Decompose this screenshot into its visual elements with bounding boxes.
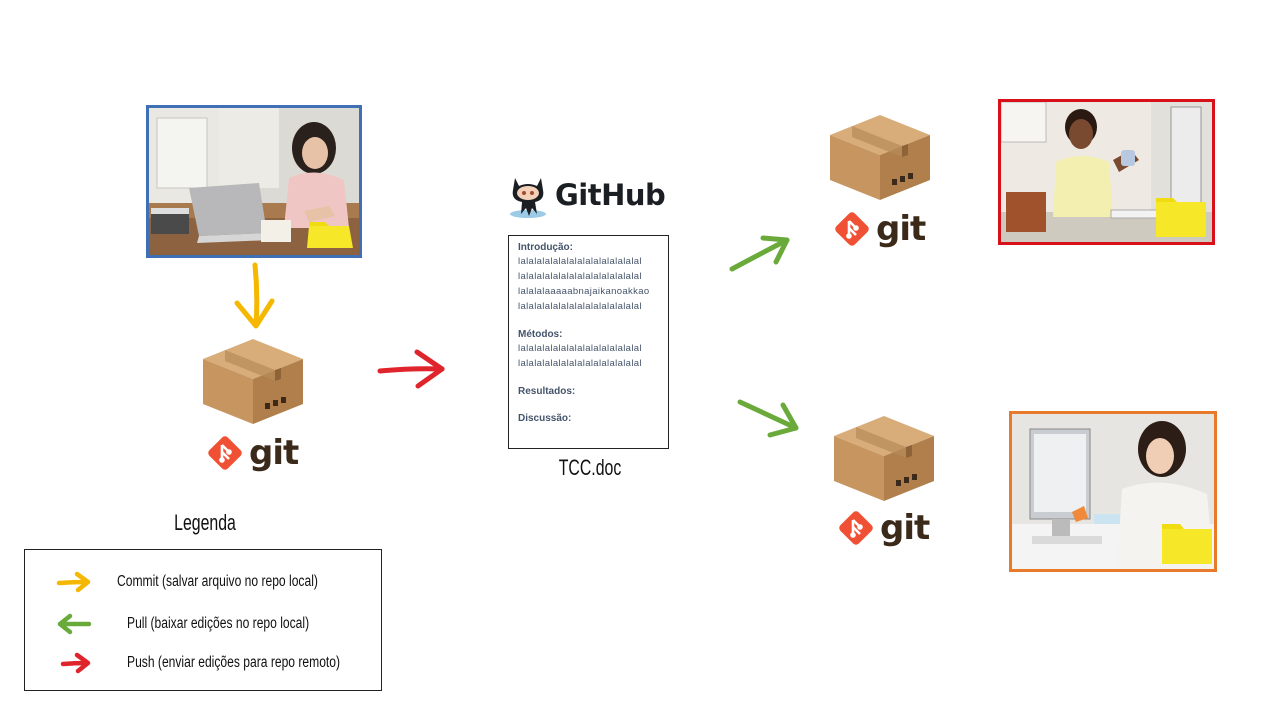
doc-heading-resultados: Resultados: <box>518 386 576 397</box>
git-diamond-icon <box>208 436 242 470</box>
git-logo-left: git <box>207 433 299 473</box>
git-wordmark: git <box>249 433 299 473</box>
legend-label: Push (enviar edições para repo remoto) <box>127 654 341 671</box>
document-filename: TCC.doc <box>558 455 622 480</box>
arrow-right-icon <box>56 571 91 593</box>
doc-line: lalalalalalalalalalalalalalalal <box>518 358 642 369</box>
photo-user-top-right <box>998 99 1215 245</box>
arrow-right-icon <box>60 652 91 674</box>
legend: Commit (salvar arquivo no repo local) Pu… <box>24 549 382 691</box>
git-logo-bottom-right: git <box>838 508 930 548</box>
push-arrow <box>377 349 445 389</box>
legend-item-commit: Commit (salvar arquivo no repo local) <box>55 570 375 594</box>
pull-arrow-bottom <box>737 399 799 438</box>
doc-line: lalalalalalalalalalalalalalalal <box>518 343 642 354</box>
octocat-icon <box>510 178 546 218</box>
commit-arrow <box>234 262 275 329</box>
remote-repo-box-bottom-icon <box>834 416 934 501</box>
legend-title: Legenda <box>174 510 236 535</box>
legend-item-push: Push (enviar edições para repo remoto) <box>55 651 400 675</box>
doc-line: lalalalalalalalalalalalalalalal <box>518 256 642 267</box>
legend-label: Commit (salvar arquivo no repo local) <box>117 573 318 590</box>
doc-line: lalalalalalalalalalalalalalalal <box>518 301 642 312</box>
doc-line: lalalalaaaaabnajaikanoakkao <box>518 286 650 297</box>
git-wordmark: git <box>876 209 926 249</box>
pull-arrow-top <box>729 235 790 272</box>
local-repo-box-icon <box>203 339 303 424</box>
photo-user-bottom-right <box>1009 411 1217 572</box>
doc-heading-discussao: Discussão: <box>518 413 572 424</box>
git-wordmark: git <box>880 508 930 548</box>
doc-line: lalalalalalalalalalalalalalalal <box>518 271 642 282</box>
photo-user-left <box>146 105 362 258</box>
legend-item-pull: Pull (baixar edições no repo local) <box>55 612 360 636</box>
git-diamond-icon <box>839 511 873 545</box>
git-logo-top-right: git <box>834 209 926 249</box>
tcc-document: Introdução: lalalalalalalalalalalalalala… <box>508 235 669 449</box>
remote-repo-box-top-icon <box>830 115 930 200</box>
legend-label: Pull (baixar edições no repo local) <box>127 615 310 632</box>
github-logo: GitHub <box>505 170 666 220</box>
doc-heading-metodos: Métodos: <box>518 329 563 340</box>
github-wordmark: GitHub <box>555 178 666 212</box>
arrow-left-icon <box>57 613 92 635</box>
git-diamond-icon <box>835 212 869 246</box>
doc-heading-introducao: Introdução: <box>518 242 573 253</box>
